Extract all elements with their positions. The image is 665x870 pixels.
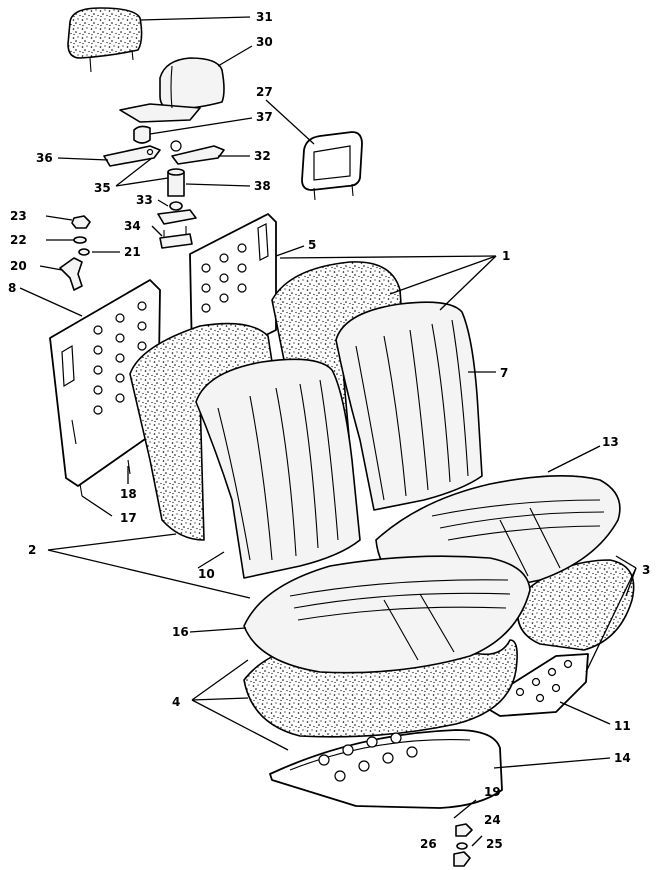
- lever-20: [59, 257, 83, 291]
- callout-26: 26: [420, 837, 437, 851]
- callout-11: 11: [614, 719, 631, 733]
- callout-18: 18: [120, 487, 137, 501]
- callout-25: 25: [486, 837, 503, 851]
- callout-2: 2: [28, 543, 36, 557]
- callout-35: 35: [94, 181, 111, 195]
- callout-37: 37: [256, 110, 273, 124]
- callout-27: 27: [256, 85, 273, 99]
- callout-17: 17: [120, 511, 137, 525]
- knob-37: [133, 125, 151, 144]
- seat-foam-right: [516, 559, 635, 651]
- washer-25: [456, 842, 468, 850]
- callout-4: 4: [172, 695, 180, 709]
- seat-pan-14: [269, 729, 503, 809]
- nut-26: [453, 851, 471, 867]
- callout-23: 23: [10, 209, 27, 223]
- leader-lines: [19, 16, 637, 847]
- callout-7: 7: [500, 366, 508, 380]
- sleeve-38: [167, 168, 185, 197]
- callout-32: 32: [254, 149, 271, 163]
- callout-22: 22: [10, 233, 27, 247]
- nut-23: [71, 215, 91, 229]
- seat-cushion-16: [243, 555, 531, 674]
- callout-36: 36: [36, 151, 53, 165]
- nut-24: [455, 823, 473, 837]
- clip-34: [159, 226, 193, 249]
- callout-8: 8: [8, 281, 16, 295]
- callout-19: 19: [484, 785, 501, 799]
- callout-14: 14: [614, 751, 631, 765]
- callout-33: 33: [136, 193, 153, 207]
- callout-16: 16: [172, 625, 189, 639]
- backrest-frame-8: [49, 279, 161, 497]
- plate-33: [157, 209, 197, 225]
- headrest-31: [67, 7, 143, 73]
- callout-10: 10: [198, 567, 215, 581]
- callout-3: 3: [642, 563, 650, 577]
- backrest-cover-right: [335, 301, 483, 511]
- callout-21: 21: [124, 245, 141, 259]
- callout-38: 38: [254, 179, 271, 193]
- headrest-frame-27: [301, 131, 363, 201]
- callout-20: 20: [10, 259, 27, 273]
- frame-8-holes: [93, 301, 147, 415]
- backrest-cover-left: [195, 358, 361, 579]
- callout-34: 34: [124, 219, 141, 233]
- callout-24: 24: [484, 813, 501, 827]
- frame-5-holes: [201, 243, 247, 313]
- callout-30: 30: [256, 35, 273, 49]
- nut-33: [169, 201, 183, 211]
- bracket-32: [170, 140, 225, 165]
- washer-21: [78, 248, 90, 256]
- callout-5: 5: [308, 238, 316, 252]
- washer-22: [73, 236, 87, 244]
- bracket-36: [103, 145, 161, 167]
- headrest-30: [119, 57, 225, 123]
- callout-13: 13: [602, 435, 619, 449]
- callouts: 31 30 27 37 36 32 35 38 33 23 34 22 21 2…: [8, 10, 650, 851]
- bolt-19: [453, 799, 477, 819]
- seat-pan-11: [479, 653, 589, 717]
- callout-1: 1: [502, 249, 510, 263]
- callout-31: 31: [256, 10, 273, 24]
